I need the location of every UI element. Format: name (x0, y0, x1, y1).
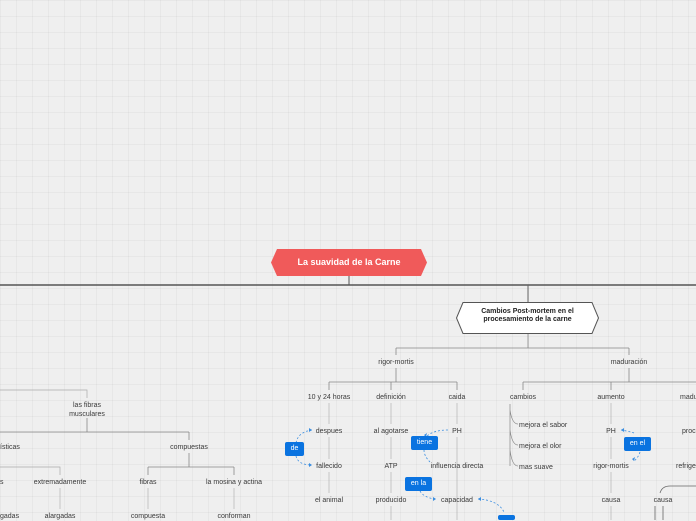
node-influencia-directa[interactable]: influencia directa (430, 463, 484, 470)
node-compuestas[interactable]: compuestas (170, 444, 208, 451)
node-ph-maduracion[interactable]: PH (606, 428, 616, 435)
node-proc-partial[interactable]: proc (682, 428, 696, 435)
node-el-animal[interactable]: el animal (314, 497, 344, 504)
node-aumento[interactable]: aumento (597, 394, 625, 401)
node-atp[interactable]: ATP (384, 463, 398, 470)
main-topic-cambios-post-mortem[interactable]: Cambios Post-mortem en el procesamiento … (456, 302, 599, 334)
node-compuesta[interactable]: compuesta (130, 513, 166, 520)
node-fibras-musculares[interactable]: las fibras musculares (69, 402, 105, 418)
node-madu-partial[interactable]: madu (680, 394, 696, 401)
node-maduracion[interactable]: maduración (610, 359, 648, 366)
node-rigor-mortis-maduracion[interactable]: rigor-mortis (593, 463, 629, 470)
node-capacidad[interactable]: capacidad (441, 497, 473, 504)
link-badge-en-el[interactable]: en el (624, 437, 651, 451)
node-gadas-partial[interactable]: gadas (0, 513, 20, 520)
node-ph[interactable]: PH (452, 428, 462, 435)
node-rigor-mortis[interactable]: rigor-mortis (378, 359, 414, 366)
node-caracteristicas-partial[interactable]: ísticas (0, 444, 20, 451)
node-al-agotarse[interactable]: al agotarse (373, 428, 409, 435)
main-topic-label: Cambios Post-mortem en el procesamiento … (481, 308, 574, 323)
link-badge-de[interactable]: de (285, 442, 304, 456)
root-label: La suavidad de la Carne (297, 257, 401, 267)
root-topic[interactable]: La suavidad de la Carne (271, 249, 427, 276)
node-10-y-24-horas[interactable]: 10 y 24 horas (307, 394, 351, 401)
root-shape (271, 249, 427, 276)
node-producido[interactable]: producido (375, 497, 407, 504)
node-causa-1[interactable]: causa (601, 497, 621, 504)
node-conforman[interactable]: conforman (217, 513, 251, 520)
node-refrig-partial[interactable]: refrige (676, 463, 696, 470)
node-extremadamente[interactable]: extremadamente (33, 479, 87, 486)
node-cambios[interactable]: cambios (509, 394, 537, 401)
node-mejora-sabor[interactable]: mejora el sabor (519, 422, 568, 429)
link-badge-tiene[interactable]: tiene (411, 436, 438, 450)
link-badge-en-la[interactable]: en la (405, 477, 432, 491)
node-causa-2[interactable]: causa (653, 497, 673, 504)
node-fibras[interactable]: fibras (139, 479, 157, 486)
node-alargadas[interactable]: alargadas (44, 513, 76, 520)
node-s-partial[interactable]: s (0, 479, 4, 486)
link-badge-partial[interactable] (498, 515, 515, 520)
node-mejora-olor[interactable]: mejora el olor (519, 443, 562, 450)
node-mas-suave[interactable]: mas suave (519, 464, 553, 471)
node-caida[interactable]: caida (448, 394, 466, 401)
node-miosina-actina[interactable]: la mosina y actina (205, 479, 263, 486)
main-topic-shape (456, 302, 599, 334)
node-definicion[interactable]: definición (376, 394, 406, 401)
node-fallecido[interactable]: fallecido (316, 463, 342, 470)
node-despues[interactable]: despues (315, 428, 343, 435)
